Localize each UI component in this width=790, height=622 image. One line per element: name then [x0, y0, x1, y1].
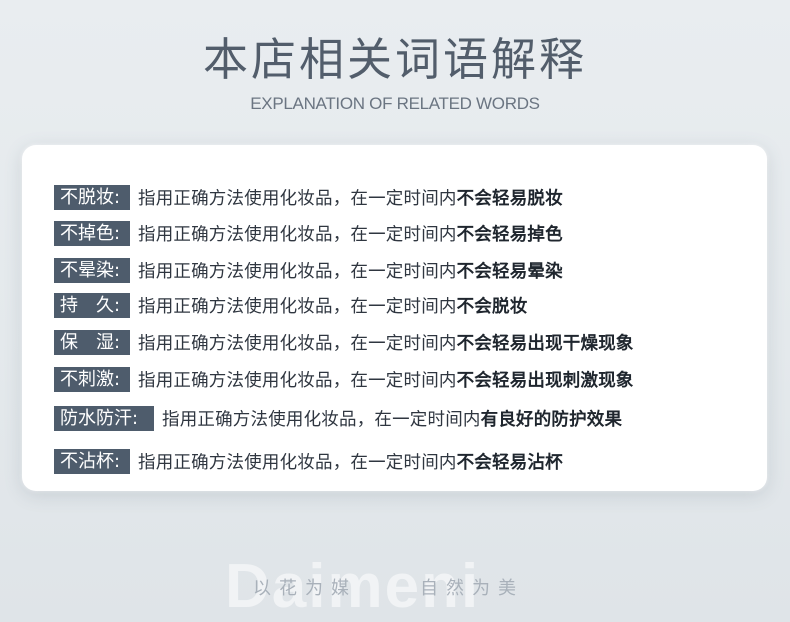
term-label: 不晕染: [54, 257, 130, 283]
term-description: 指用正确方法使用化妆品，在一定时间内不会脱妆 [138, 296, 528, 317]
term-row-no-smudge: 不脱妆: 指用正确方法使用化妆品，在一定时间内不会轻易脱妆 [54, 183, 563, 211]
term-description: 指用正确方法使用化妆品，在一定时间内不会轻易出现刺激现象 [138, 370, 634, 391]
term-row-no-fade: 不掉色: 指用正确方法使用化妆品，在一定时间内不会轻易掉色 [54, 219, 563, 247]
term-label: 防水防汗: [54, 405, 154, 431]
terms-card: 不脱妆: 指用正确方法使用化妆品，在一定时间内不会轻易脱妆 不掉色: 指用正确方… [22, 145, 767, 491]
term-label: 不掉色: [54, 220, 130, 246]
term-description: 指用正确方法使用化妆品，在一定时间内不会轻易沾杯 [138, 452, 563, 473]
page-subtitle: EXPLANATION OF RELATED WORDS [250, 94, 540, 113]
term-row-no-bleed: 不晕染: 指用正确方法使用化妆品，在一定时间内不会轻易晕染 [54, 256, 563, 284]
brand-watermark: Daimeni [225, 552, 481, 621]
term-description: 指用正确方法使用化妆品，在一定时间内有良好的防护效果 [162, 409, 623, 430]
page-title: 本店相关词语解释 [202, 33, 587, 86]
term-description: 指用正确方法使用化妆品，在一定时间内不会轻易脱妆 [138, 188, 563, 209]
term-row-non-irritating: 不刺激: 指用正确方法使用化妆品，在一定时间内不会轻易出现刺激现象 [54, 365, 634, 393]
term-row-waterproof: 防水防汗: 指用正确方法使用化妆品，在一定时间内有良好的防护效果 [54, 404, 622, 432]
term-label: 持 久: [54, 292, 130, 318]
term-row-long-lasting: 持 久: 指用正确方法使用化妆品，在一定时间内不会脱妆 [54, 291, 527, 319]
term-description: 指用正确方法使用化妆品，在一定时间内不会轻易掉色 [138, 224, 563, 245]
slogan-right: 自然为美 [420, 578, 524, 599]
term-label: 不沾杯: [54, 448, 130, 474]
term-label: 不脱妆: [54, 184, 130, 210]
slogan-left: 以花为媒 [253, 578, 357, 599]
term-row-moisturizing: 保 湿: 指用正确方法使用化妆品，在一定时间内不会轻易出现干燥现象 [54, 328, 634, 356]
footer-slogan: 以花为媒 自然为美 [0, 575, 790, 605]
term-description: 指用正确方法使用化妆品，在一定时间内不会轻易晕染 [138, 261, 563, 282]
term-row-no-cup-stain: 不沾杯: 指用正确方法使用化妆品，在一定时间内不会轻易沾杯 [54, 447, 563, 475]
term-label: 保 湿: [54, 329, 130, 355]
term-label: 不刺激: [54, 366, 130, 392]
term-description: 指用正确方法使用化妆品，在一定时间内不会轻易出现干燥现象 [138, 333, 634, 354]
